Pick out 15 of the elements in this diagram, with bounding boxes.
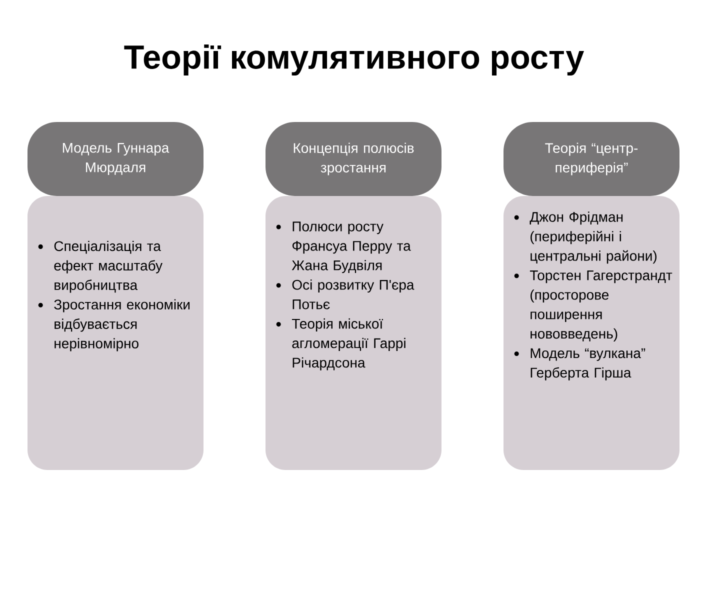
card-box [266,196,442,470]
header-box: Концепція полюсів зростання [266,122,442,196]
bullet-item: Джон Фрідман (периферійні і центральні райони) [514,212,656,264]
card-box [28,196,204,470]
bullet-item: Торстен Гагерстрандт (просторове поширення нововведень) [514,270,672,342]
title: Теорії комулятивного росту [124,44,584,76]
bullet-item: Осі розвитку П'єра Потьє [276,280,414,310]
header-box: Модель Гуннара Мюрдаля [28,122,204,196]
header-box: Теорія “центр-периферія” [504,122,680,196]
card-box [504,196,680,470]
bullet-item: Теорія міської агломерації Гаррі Річардсона [276,318,406,370]
bullet-item: Спеціалізація та ефект масштабу виробництва [38,240,162,293]
bullet-item: Полюси росту Франсуа Перру та Жана Будвіля [276,222,411,274]
bullet-item: Модель “вулкана” Герберта Гірша [514,348,646,380]
bullet-item: Зростання економіки відбувається нерівномірно [38,299,190,352]
